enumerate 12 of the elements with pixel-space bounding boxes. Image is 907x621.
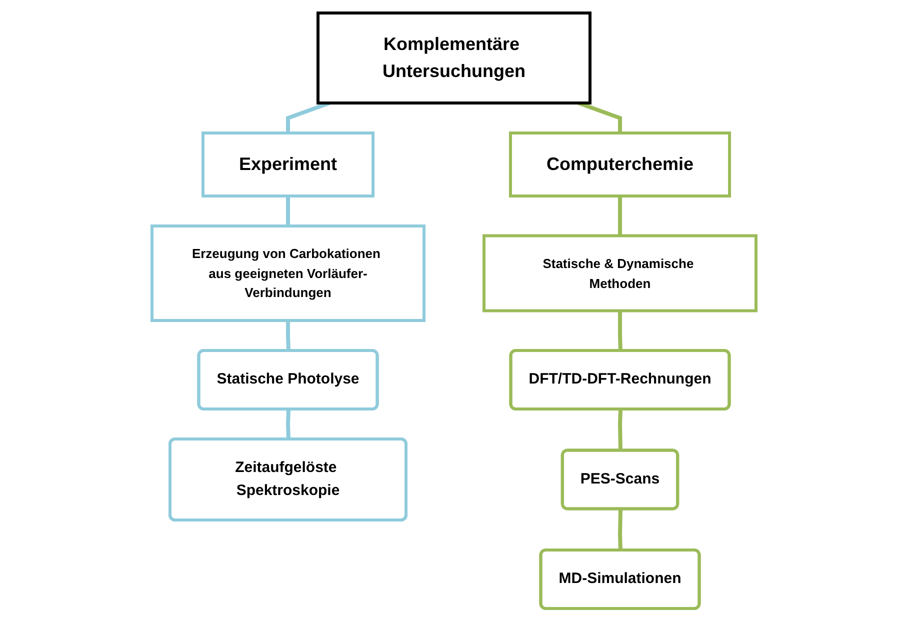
node-box: Computerchemie bbox=[508, 131, 731, 198]
node-box: Komplementäre Untersuchungen bbox=[316, 11, 591, 104]
connector bbox=[618, 409, 622, 451]
node-box: Statische & Dynamische Methoden bbox=[482, 234, 757, 312]
connector bbox=[618, 508, 622, 550]
connector bbox=[286, 196, 290, 226]
node-box: Erzeugung von Carbokationen aus geeigneten Vorläufer-Verbindungen bbox=[150, 224, 425, 322]
connector bbox=[286, 409, 290, 440]
node-box: Experiment bbox=[200, 131, 374, 198]
connector bbox=[618, 310, 622, 351]
connector bbox=[286, 320, 290, 351]
connector bbox=[618, 196, 622, 236]
